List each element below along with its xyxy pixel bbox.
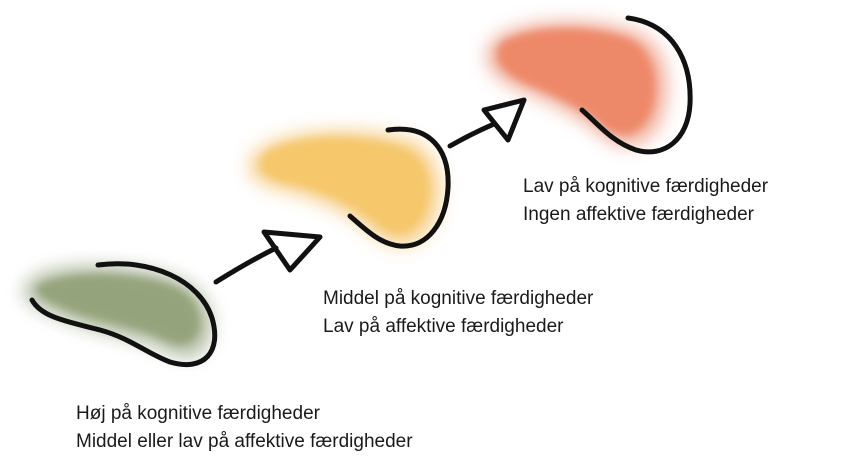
caption-mid-line2: Lav på affektive færdigheder [323,313,593,341]
arrow-right-up-icon [450,100,524,146]
caption-high: Høj på kognitive færdigheder Middel elle… [76,400,413,456]
blob-low [487,18,690,152]
caption-low-line1: Lav på kognitive færdigheder [523,173,768,201]
caption-low: Lav på kognitive færdigheder Ingen affek… [523,173,768,229]
arrow-1-shaft [216,248,276,282]
caption-mid-line1: Middel på kognitive færdigheder [323,285,593,313]
caption-high-line1: Høj på kognitive færdigheder [76,400,413,428]
blob-high [24,264,215,365]
arrow-2-shaft [450,124,494,146]
caption-mid: Middel på kognitive færdigheder Lav på a… [323,285,593,341]
arrow-2-head [484,100,524,140]
caption-low-line2: Ingen affektive færdigheder [523,201,768,229]
caption-high-line2: Middel eller lav på affektive færdighede… [76,428,413,456]
arrow-right-up-icon [216,232,320,282]
blob-low-core [497,28,655,134]
blob-mid [249,129,449,246]
